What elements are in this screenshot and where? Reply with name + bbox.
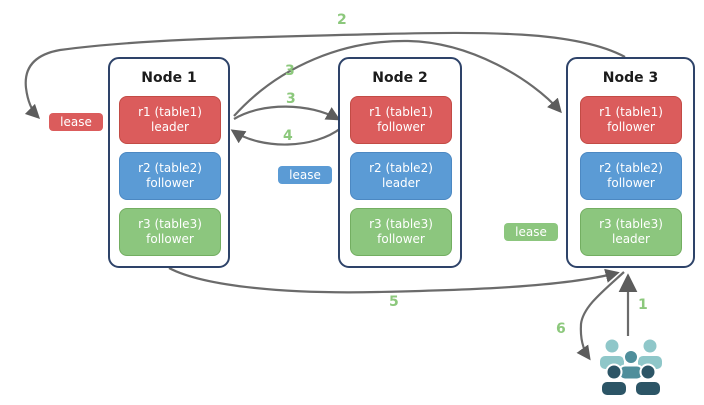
replica-range: r1 (table1) <box>599 105 663 119</box>
step-label-4: 4 <box>283 128 293 144</box>
replica-role: follower <box>607 120 655 134</box>
replica-role: follower <box>146 176 194 190</box>
step-label-2: 2 <box>337 12 347 28</box>
arrow-step3-leader-to-node2 <box>233 105 341 121</box>
step-label-3b: 3 <box>286 91 296 107</box>
replica-role: follower <box>146 232 194 246</box>
arrow-step5-node1-to-node3 <box>168 267 620 294</box>
replica-role: leader <box>150 120 189 134</box>
replica-role: follower <box>377 120 425 134</box>
node-1-replica-r2: r2 (table2) follower <box>119 152 221 200</box>
node-3-replica-r2: r2 (table2) follower <box>580 152 682 200</box>
node-3-title: Node 3 <box>602 70 659 86</box>
replica-range: r2 (table2) <box>369 161 433 175</box>
lease-label-r2: lease <box>278 166 332 184</box>
replica-role: leader <box>611 232 650 246</box>
replica-role: follower <box>607 176 655 190</box>
node-2-replica-r1: r1 (table1) follower <box>350 96 452 144</box>
lease-label-r3: lease <box>504 223 558 241</box>
node-2: Node 2 r1 (table1) follower r2 (table2) … <box>338 57 462 268</box>
users-group-icon <box>598 337 664 397</box>
node-1-title: Node 1 <box>141 70 197 86</box>
node-3: Node 3 r1 (table1) follower r2 (table2) … <box>566 57 695 268</box>
node-1-replica-r3: r3 (table3) follower <box>119 208 221 256</box>
replica-range: r3 (table3) <box>599 217 663 231</box>
step-label-6: 6 <box>556 321 566 337</box>
node-3-replica-r1: r1 (table1) follower <box>580 96 682 144</box>
step-label-1: 1 <box>638 297 648 313</box>
step-label-3a: 3 <box>285 63 295 79</box>
replica-range: r2 (table2) <box>138 161 202 175</box>
lease-label-r1: lease <box>49 113 103 131</box>
replica-range: r2 (table2) <box>599 161 663 175</box>
node-3-replica-r3: r3 (table3) leader <box>580 208 682 256</box>
node-1: Node 1 r1 (table1) leader r2 (table2) fo… <box>108 57 230 268</box>
replica-range: r1 (table1) <box>369 105 433 119</box>
step-label-5: 5 <box>389 294 399 310</box>
node-2-replica-r2: r2 (table2) leader <box>350 152 452 200</box>
replica-role: follower <box>377 232 425 246</box>
node-2-replica-r3: r3 (table3) follower <box>350 208 452 256</box>
node-1-replica-r1: r1 (table1) leader <box>119 96 221 144</box>
replica-range: r3 (table3) <box>369 217 433 231</box>
node-2-title: Node 2 <box>372 70 428 86</box>
replica-range: r1 (table1) <box>138 105 202 119</box>
replica-range: r3 (table3) <box>138 217 202 231</box>
replica-role: leader <box>381 176 420 190</box>
